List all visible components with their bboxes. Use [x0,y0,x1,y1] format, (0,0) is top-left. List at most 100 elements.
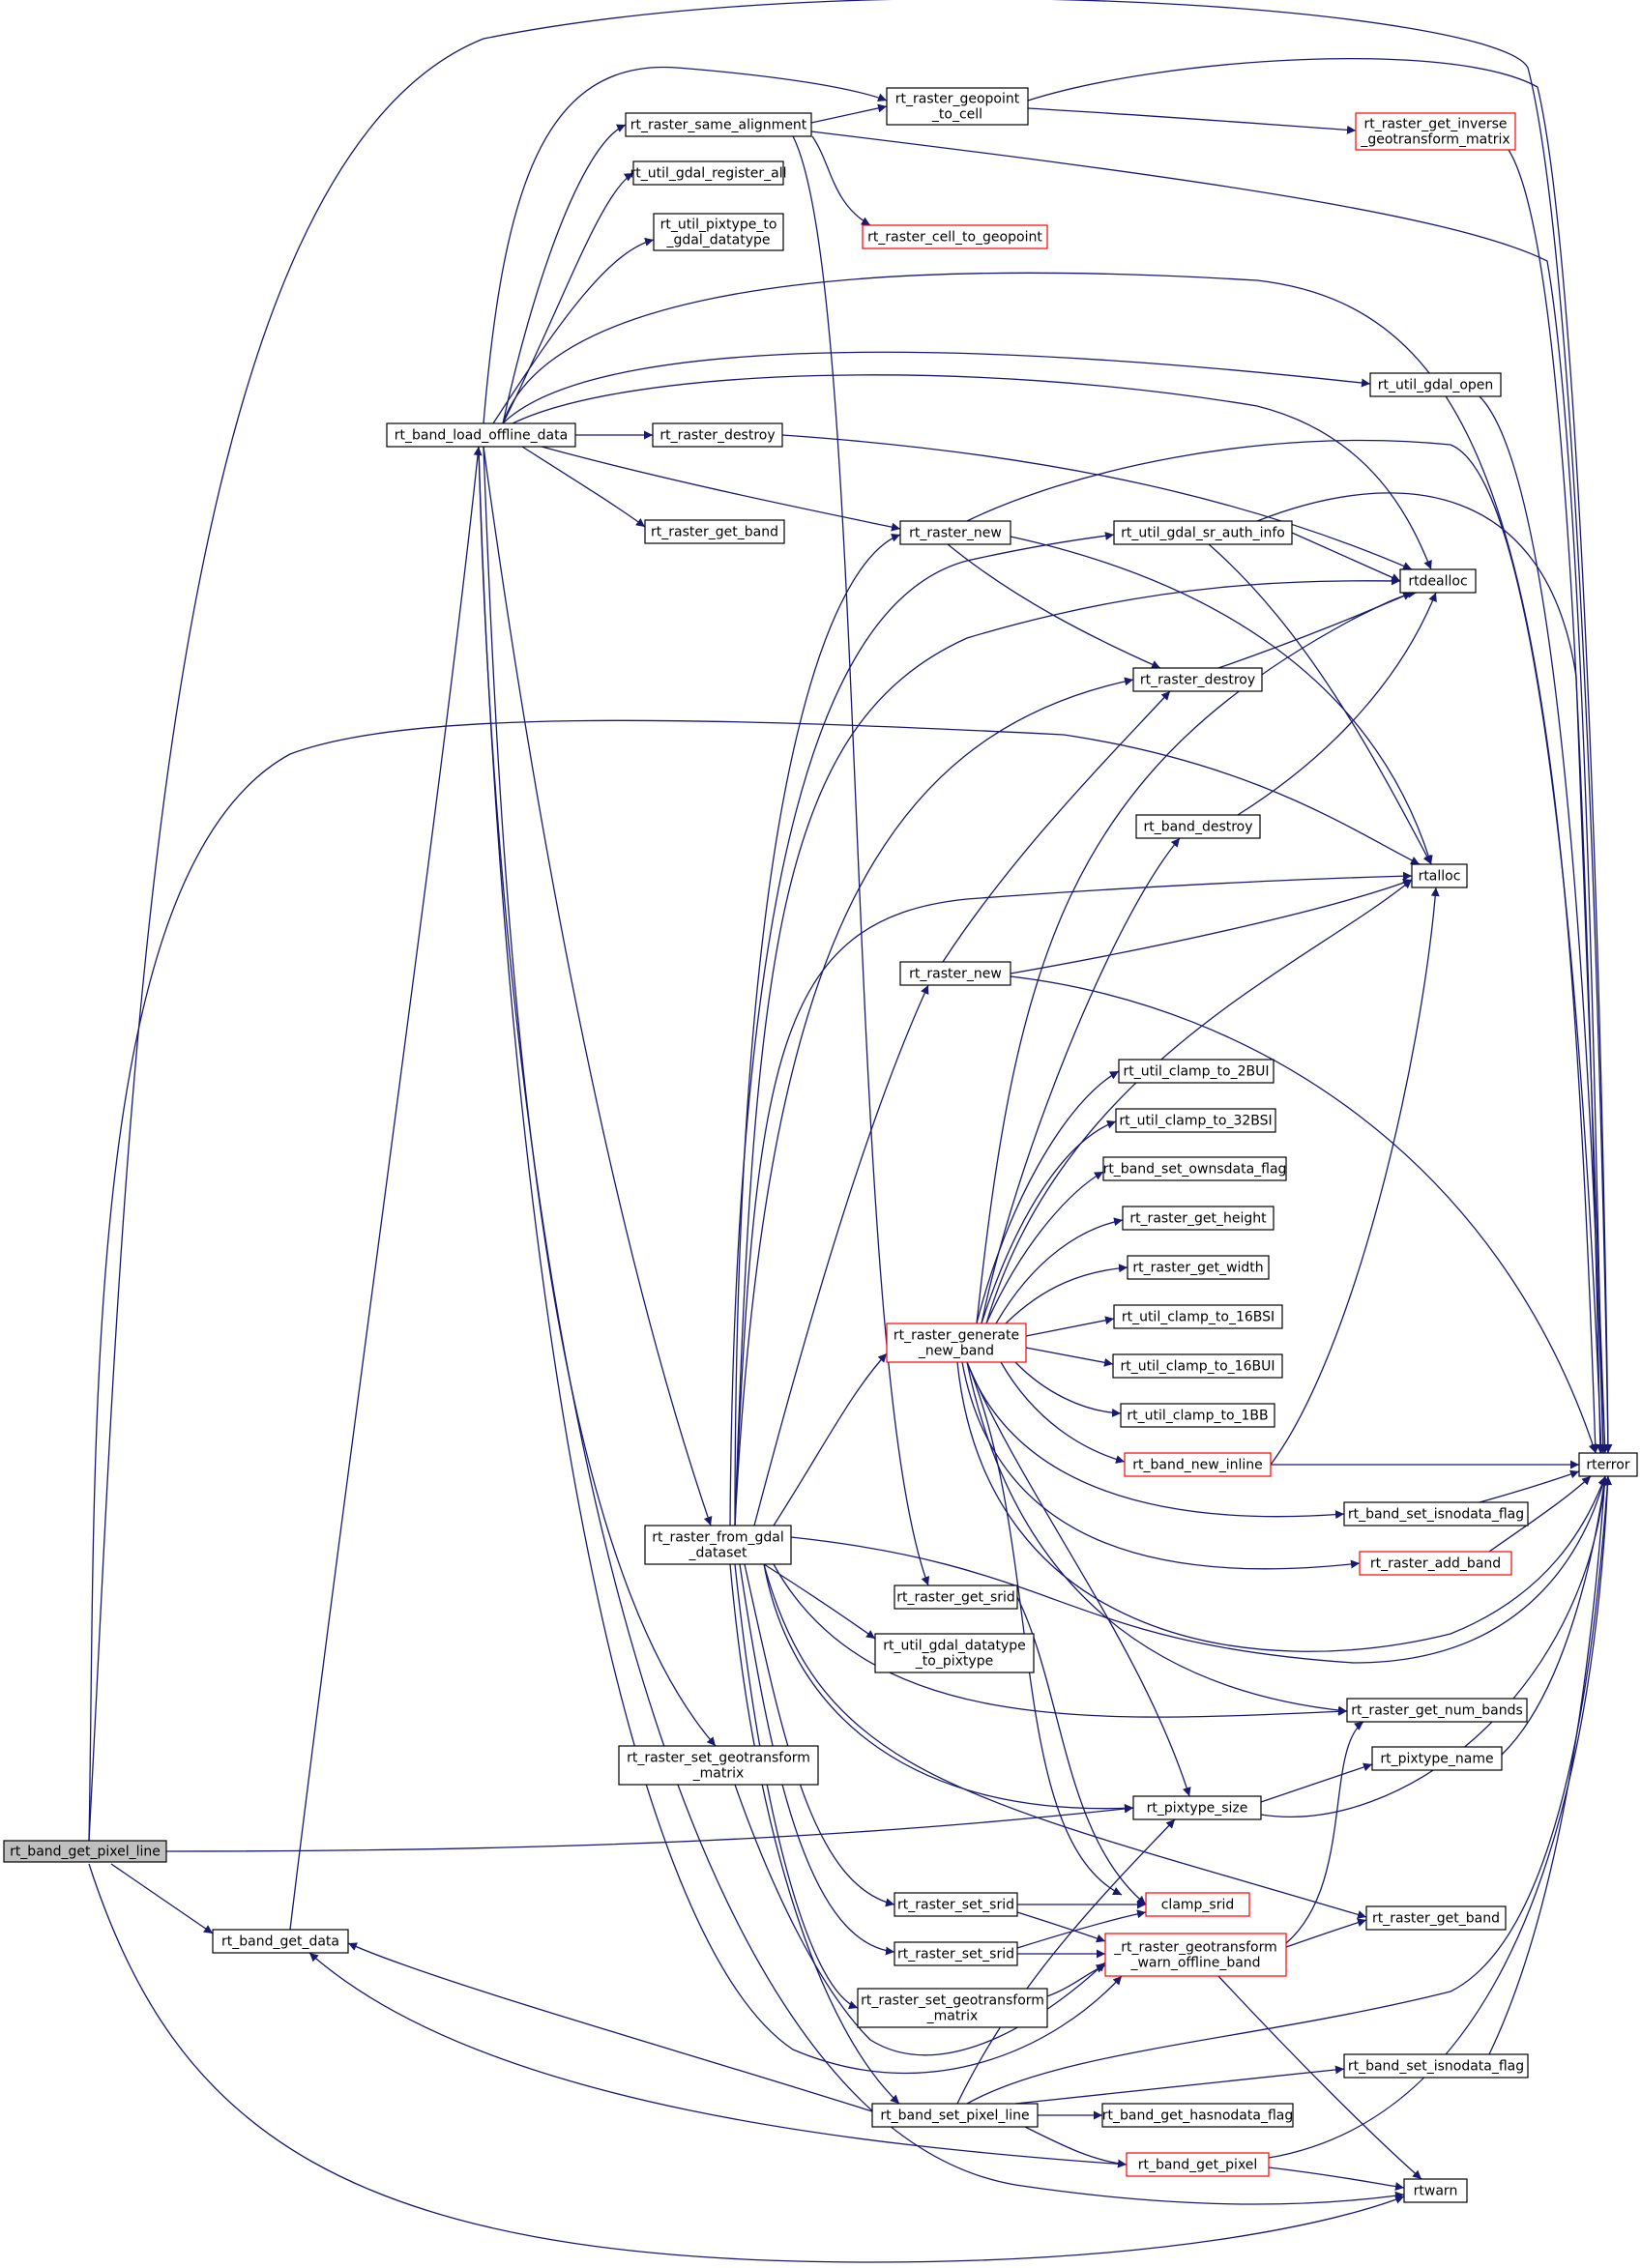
node-rt-raster-add-band[interactable]: rt_raster_add_band [1359,1551,1512,1576]
node-rt-raster-get-width[interactable]: rt_raster_get_width [1127,1255,1270,1280]
node-rt-util-gdal-open[interactable]: rt_util_gdal_open [1369,372,1502,397]
node-rt-pixtype-size[interactable]: rt_pixtype_size [1132,1795,1262,1820]
node-rtdealloc[interactable]: rtdealloc [1399,568,1477,594]
node-rt-raster-set-srid[interactable]: rt_raster_set_srid [894,1892,1018,1917]
node-rt-raster-get-srid[interactable]: rt_raster_get_srid [894,1585,1018,1610]
node-box[interactable] [899,520,1011,545]
node-rt-util-clamp-to-2bui[interactable]: rt_util_clamp_to_2BUI [1118,1059,1275,1084]
node-rt-raster-geopoint-to-cell[interactable]: rt_raster_geopoint_to_cell [886,87,1029,126]
node-box[interactable] [1343,1501,1529,1527]
node-rt-util-clamp-to-32bsi[interactable]: rt_util_clamp_to_32BSI [1115,1108,1276,1133]
node-box[interactable] [871,2103,1039,2128]
node-rt-pixtype-name[interactable]: rt_pixtype_name [1371,1746,1503,1771]
node-box[interactable] [1112,1353,1283,1379]
node-rt-util-gdal-datatype-to-pixtype[interactable]: rt_util_gdal_datatype_to_pixtype [874,1633,1035,1673]
node-box[interactable] [644,519,785,544]
node-box[interactable] [653,213,784,251]
node-box[interactable] [1126,2152,1270,2177]
node-box[interactable] [899,961,1011,986]
node-rt-band-get-hasnodata-flag[interactable]: rt_band_get_hasnodata_flag [1101,2103,1294,2128]
node-box[interactable] [857,1988,1048,2028]
node-box[interactable] [1127,1255,1270,1280]
node-box[interactable] [1371,1746,1503,1771]
node-rt-raster-destroy[interactable]: rt_raster_destroy [1132,667,1263,692]
node-box[interactable] [625,112,812,137]
node-rt-band-destroy[interactable]: rt_band_destroy [1135,814,1261,839]
node-clamp-srid[interactable]: clamp_srid [1145,1892,1250,1917]
node-rt-band-get-data[interactable]: rt_band_get_data [212,1929,349,1954]
node-box[interactable] [1101,2103,1294,2128]
node-rt-raster-get-inverse-geotransform-matrix[interactable]: rt_raster_get_inverse_geotransform_matri… [1355,112,1516,151]
node-rt-raster-destroy[interactable]: rt_raster_destroy [652,422,783,448]
node-rtwarn[interactable]: rtwarn [1403,2178,1468,2203]
node-box[interactable] [212,1929,349,1954]
node-box[interactable] [1369,372,1502,397]
node-rt-raster-set-geotransform-matrix[interactable]: rt_raster_set_geotransform_matrix [618,1745,819,1786]
node-box[interactable] [862,224,1048,249]
node-box[interactable] [1132,667,1263,692]
node-rt-raster-get-band[interactable]: rt_raster_get_band [644,519,785,544]
node-box[interactable] [1113,520,1293,545]
node-rt-raster-cell-to-geopoint[interactable]: rt_raster_cell_to_geopoint [862,224,1048,249]
node-box[interactable] [1359,1551,1512,1576]
node-rt-band-set-isnodata-flag[interactable]: rt_band_set_isnodata_flag [1343,1501,1529,1527]
node-box[interactable] [1578,1452,1638,1477]
node-box[interactable] [1343,2053,1529,2079]
node-box[interactable] [1102,1156,1287,1181]
node-box[interactable] [386,422,576,448]
node-box[interactable] [1365,1905,1507,1931]
node-box[interactable] [886,87,1029,126]
node-rt-band-load-offline-data[interactable]: rt_band_load_offline_data [386,422,576,448]
node-rt-util-pixtype-to-gdal-datatype[interactable]: rt_util_pixtype_to_gdal_datatype [653,213,784,251]
node-rt-util-clamp-to-1bb[interactable]: rt_util_clamp_to_1BB [1120,1403,1275,1428]
node-box[interactable] [1118,1059,1275,1084]
node-box[interactable] [894,1892,1018,1917]
node-rt-raster-same-alignment[interactable]: rt_raster_same_alignment [625,112,812,137]
node-rt-band-set-ownsdata-flag[interactable]: rt_band_set_ownsdata_flag [1102,1156,1287,1181]
node-rt-band-get-pixel[interactable]: rt_band_get_pixel [1126,2152,1270,2177]
node-box[interactable] [1135,814,1261,839]
node-box[interactable] [886,1323,1027,1363]
node-box[interactable] [874,1633,1035,1673]
node-box[interactable] [1403,2178,1468,2203]
node-box[interactable] [1120,1403,1275,1428]
node-box[interactable] [3,1840,167,1863]
node-rt-band-get-pixel-line[interactable]: rt_band_get_pixel_line [3,1840,167,1863]
node-rtalloc[interactable]: rtalloc [1411,863,1468,888]
node-rt-raster-get-num-bands[interactable]: rt_raster_get_num_bands [1346,1698,1528,1723]
node-box[interactable] [1122,1206,1275,1231]
node-rt-raster-get-height[interactable]: rt_raster_get_height [1122,1206,1275,1231]
node-rt-raster-set-srid[interactable]: rt_raster_set_srid [894,1941,1018,1966]
node-rt-band-new-inline[interactable]: rt_band_new_inline [1124,1452,1272,1477]
node-box[interactable] [1399,568,1477,594]
node-box[interactable] [1113,1304,1283,1329]
node-rt-raster-new[interactable]: rt_raster_new [899,961,1011,986]
node-box[interactable] [1124,1452,1272,1477]
node-rt-raster-generate-new-band[interactable]: rt_raster_generate_new_band [886,1323,1027,1363]
node-rt-raster-new[interactable]: rt_raster_new [899,520,1011,545]
node-rt-raster-set-geotransform-matrix[interactable]: rt_raster_set_geotransform_matrix [857,1988,1048,2028]
node-box[interactable] [1145,1892,1250,1917]
node-rt-band-set-pixel-line[interactable]: rt_band_set_pixel_line [871,2103,1039,2128]
node-box[interactable] [1411,863,1468,888]
node-box[interactable] [644,1525,792,1565]
node-rt-util-gdal-sr-auth-info[interactable]: rt_util_gdal_sr_auth_info [1113,520,1293,545]
node-box[interactable] [632,160,784,186]
node-box[interactable] [618,1745,819,1786]
node-rt-util-gdal-register-all[interactable]: rt_util_gdal_register_all [630,160,787,186]
node-rt-raster-geotransform-warn-offline-band[interactable]: _rt_raster_geotransform_warn_offline_ban… [1104,1933,1287,1977]
node-rt-band-set-isnodata-flag[interactable]: rt_band_set_isnodata_flag [1343,2053,1529,2079]
node-box[interactable] [894,1941,1018,1966]
node-rt-util-clamp-to-16bsi[interactable]: rt_util_clamp_to_16BSI [1113,1304,1283,1329]
node-box[interactable] [1104,1933,1287,1977]
node-rt-raster-get-band[interactable]: rt_raster_get_band [1365,1905,1507,1931]
node-box[interactable] [1346,1698,1528,1723]
node-rt-util-clamp-to-16bui[interactable]: rt_util_clamp_to_16BUI [1112,1353,1283,1379]
node-rterror[interactable]: rterror [1578,1452,1638,1477]
node-box[interactable] [1132,1795,1262,1820]
node-box[interactable] [652,422,783,448]
node-box[interactable] [1115,1108,1276,1133]
node-box[interactable] [894,1585,1018,1610]
node-box[interactable] [1355,112,1516,151]
node-rt-raster-from-gdal-dataset[interactable]: rt_raster_from_gdal_dataset [644,1525,792,1565]
